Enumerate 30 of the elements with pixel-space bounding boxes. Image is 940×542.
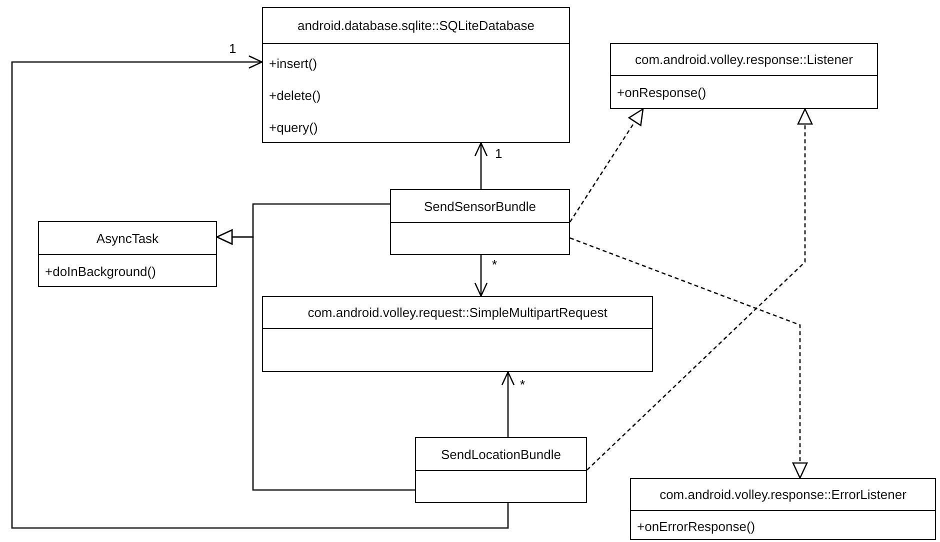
class-name: SendLocationBundle [441, 446, 561, 462]
method-name: +query() [268, 119, 318, 137]
class-box [262, 296, 653, 372]
realization-arrow [570, 237, 808, 479]
class-name: com.android.volley.response::ErrorListener [660, 487, 906, 502]
class-box [415, 437, 587, 503]
class-box [38, 221, 217, 287]
generalization-arrow [216, 229, 415, 491]
method-name: +onErrorResponse() [636, 518, 756, 536]
association-arrow [501, 371, 515, 437]
realization-arrow [586, 108, 813, 470]
class-name: android.database.sqlite::SQLiteDatabase [297, 18, 535, 33]
class-name: com.android.volley.request::SimpleMultipartRequest [308, 305, 608, 320]
method-name: +doInBackground() [44, 263, 156, 281]
method-name: +onResponse() [616, 84, 706, 102]
class-box [610, 43, 878, 109]
method-name: +insert() [268, 55, 318, 73]
association-arrow [474, 142, 488, 189]
class-name: com.android.volley.response::Listener [635, 52, 853, 67]
multiplicity-label: 1 [228, 42, 238, 56]
class-box [262, 7, 570, 143]
association-arrow [474, 255, 488, 297]
multiplicity-label: 1 [494, 147, 504, 161]
realization-arrow [569, 108, 644, 222]
class-name: AsyncTask [96, 230, 159, 246]
class-box [390, 189, 570, 255]
class-name: SendSensorBundle [424, 198, 536, 214]
method-name: +delete() [268, 87, 321, 105]
class-box [630, 478, 936, 540]
association-arrow [11, 55, 509, 529]
